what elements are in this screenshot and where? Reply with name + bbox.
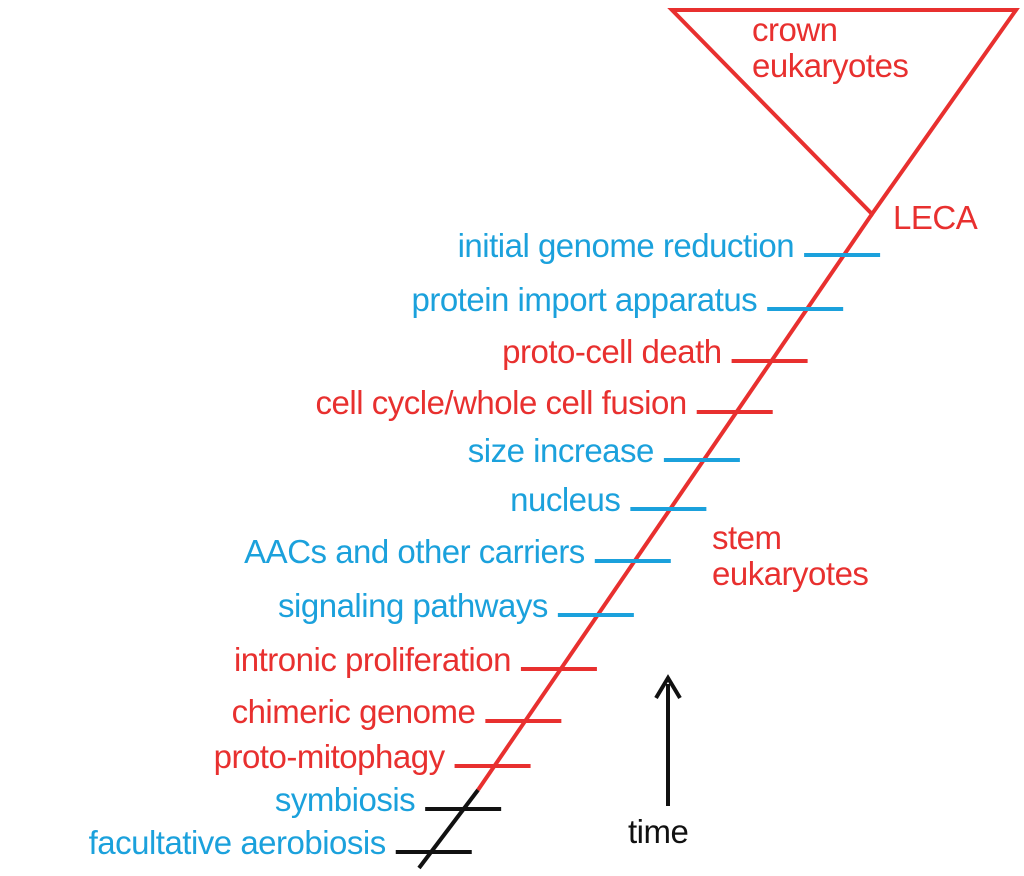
crown-label-line1: crown: [752, 11, 838, 48]
event-label: signaling pathways: [278, 587, 548, 624]
stem-eukaryotes-label: stem eukaryotes: [712, 519, 869, 592]
crown-eukaryotes-label: crown eukaryotes: [752, 11, 909, 84]
time-label: time: [628, 813, 689, 850]
event-label: cell cycle/whole cell fusion: [315, 384, 688, 421]
stem-label-line2: eukaryotes: [712, 555, 869, 592]
event-label: chimeric genome: [231, 693, 476, 730]
event-label: facultative aerobiosis: [88, 824, 387, 861]
event-label: symbiosis: [274, 781, 416, 818]
time-arrow-head: [654, 674, 682, 700]
event-label: nucleus: [510, 481, 621, 518]
event-label: proto-mitophagy: [213, 738, 445, 775]
crown-eukaryotes-triangle: [667, 8, 1020, 218]
event-label: size increase: [467, 432, 655, 469]
event-label: initial genome reduction: [457, 227, 795, 264]
event-label: proto-cell death: [502, 333, 722, 370]
event-label: intronic proliferation: [233, 641, 511, 678]
event-ticks: [395, 253, 881, 854]
event-label: AACs and other carriers: [244, 533, 585, 570]
crown-label-line2: eukaryotes: [752, 47, 909, 84]
stem-label-line1: stem: [712, 519, 782, 556]
leca-label: LECA: [893, 199, 978, 236]
stem-line-black: [417, 788, 480, 870]
event-label: protein import apparatus: [411, 281, 758, 318]
